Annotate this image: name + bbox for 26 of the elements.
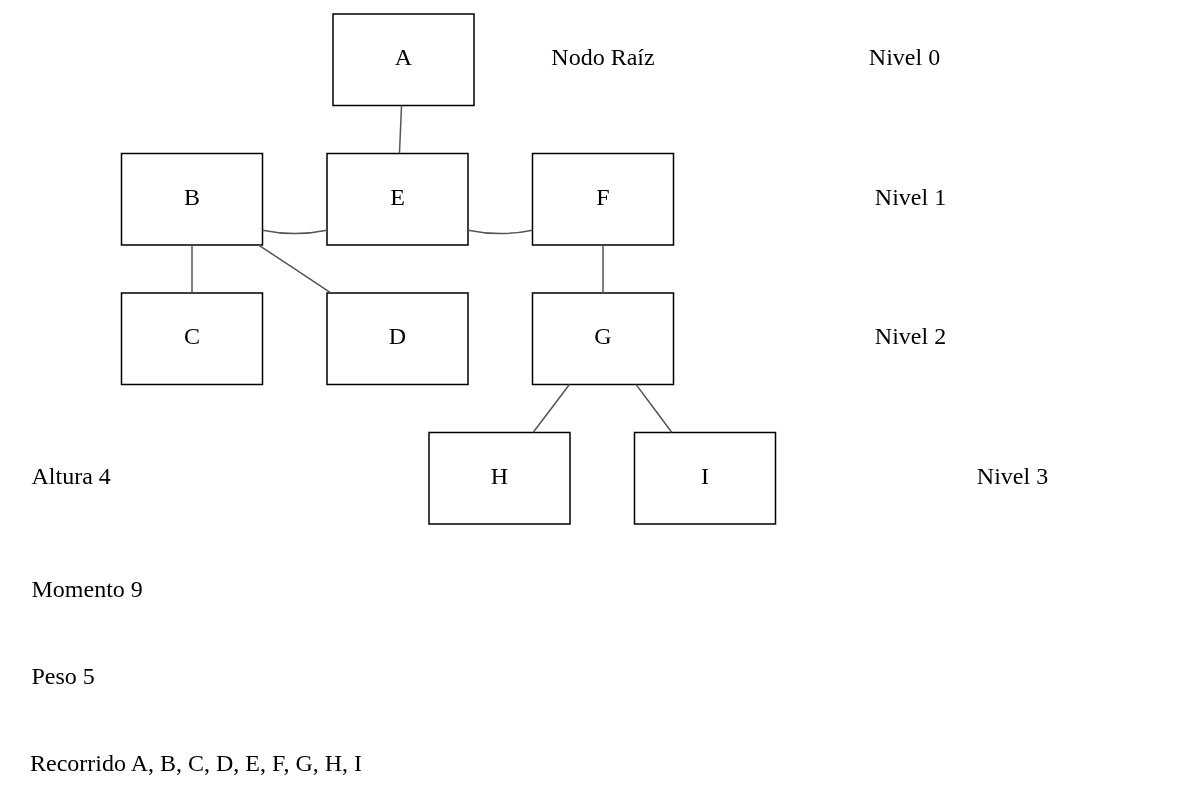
label: Nivel 0 <box>868 44 941 71</box>
label: Nivel 2 <box>874 323 947 350</box>
connector <box>635 383 673 433</box>
connector <box>398 104 403 154</box>
node-box: I <box>633 431 777 525</box>
node-label: Nodo Raíz <box>551 44 655 71</box>
node-box: C <box>120 292 264 386</box>
connector <box>467 229 534 235</box>
node-box: D <box>326 292 469 386</box>
node-box: B <box>120 152 264 246</box>
node-box: E <box>326 152 469 246</box>
label: Altura 4 <box>31 462 111 489</box>
connector <box>257 244 332 294</box>
label: Peso 5 <box>31 663 95 690</box>
label: Momento 9 <box>31 576 143 603</box>
connector <box>602 244 604 294</box>
label: Nivel 3 <box>976 462 1049 489</box>
node-box: A <box>332 13 475 107</box>
label: Recorrido A, B, C, D, E, F, G, H, I <box>30 750 363 777</box>
label: Nivel 1 <box>874 183 947 210</box>
node-box: G <box>531 292 675 386</box>
connector <box>191 244 193 294</box>
connector <box>261 229 328 235</box>
node-box: F <box>531 152 675 246</box>
node-box: H <box>428 431 571 525</box>
connector <box>532 383 571 433</box>
